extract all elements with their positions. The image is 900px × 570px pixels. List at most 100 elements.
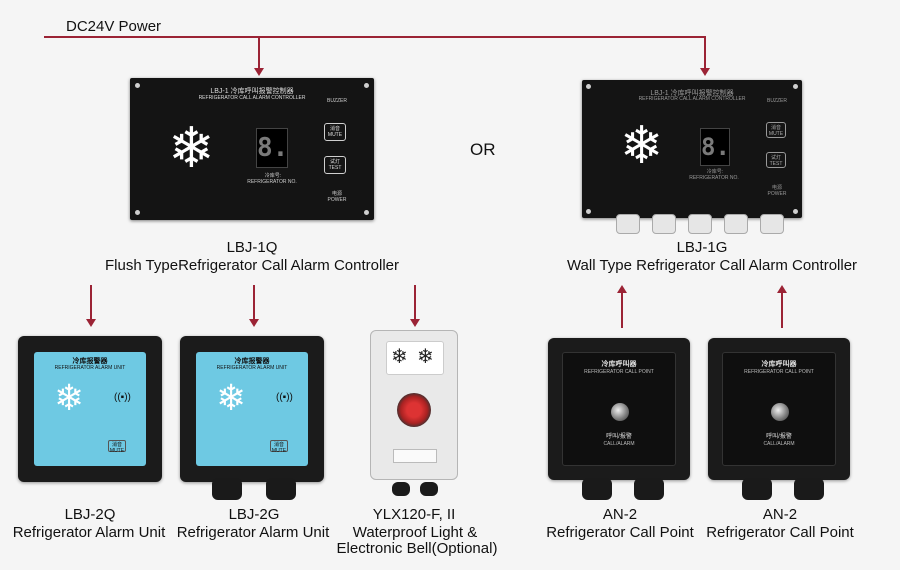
- alarm-unit-lbj2g: 冷库报警器 REFRIGERATOR ALARM UNIT ❄ ((▪)) 消音…: [180, 336, 324, 482]
- arrow-to-lbj1q: [254, 68, 264, 76]
- an2-left-model-label: AN-2: [602, 506, 638, 523]
- screw: [135, 83, 140, 88]
- mute-button[interactable]: 消音 MUTE: [766, 122, 786, 138]
- power-bus-line: [44, 36, 706, 38]
- ylx120-description-1: Waterproof Light &: [352, 524, 478, 541]
- line-to-lbj2q: [90, 285, 92, 321]
- cable-gland-icon: [616, 214, 640, 234]
- face-en: REFRIGERATOR CALL POINT: [744, 369, 814, 375]
- call-point-an2-left: 冷库呼叫器 REFRIGERATOR CALL POINT 呼叫/报警 CALL…: [548, 338, 690, 480]
- lbj2g-description: Refrigerator Alarm Unit: [176, 524, 330, 541]
- warning-light: ❄ ❄: [386, 341, 444, 375]
- power-drop-lbj1q: [258, 36, 260, 70]
- power-indicator-en: POWER: [767, 191, 787, 197]
- panel-title-cn: LBJ-1 冷库呼叫报警控制器: [650, 90, 734, 97]
- panel-title-en: REFRIGERATOR CALL ALARM CONTROLLER: [198, 95, 306, 101]
- speaker-icon: ((▪)): [114, 392, 131, 403]
- speaker-icon: ((▪)): [276, 392, 293, 403]
- power-label: DC24V Power: [66, 18, 162, 35]
- lbj2q-model-label: LBJ-2Q: [64, 506, 116, 523]
- alarm-unit-lbj2q: 冷库报警器 REFRIGERATOR ALARM UNIT ❄ ((▪)) 消音…: [18, 336, 162, 482]
- an2-right-model-label: AN-2: [762, 506, 798, 523]
- light-and-bell-unit: ❄ ❄: [370, 330, 458, 480]
- digit-display: 8.: [700, 128, 730, 166]
- an2-right-description: Refrigerator Call Point: [706, 524, 854, 541]
- cable-gland-icon: [724, 214, 748, 234]
- cable-gland-icon: [742, 478, 772, 500]
- cable-gland-icon: [652, 214, 676, 234]
- btn-cn: 呼叫/报警: [766, 434, 792, 440]
- lbj1q-description: Flush TypeRefrigerator Call Alarm Contro…: [104, 257, 399, 274]
- nameplate: [393, 449, 437, 463]
- face-cn: 冷库呼叫器: [761, 361, 797, 368]
- cable-gland-icon: [794, 478, 824, 500]
- refno-en: REFRIGERATOR NO.: [247, 179, 297, 185]
- call-button[interactable]: [771, 403, 789, 421]
- btn-en: CALL/ALARM: [763, 441, 795, 447]
- face-cn: 冷库报警器: [72, 358, 108, 365]
- buzzer-label: BUZZER: [767, 98, 787, 104]
- buzzer-label: BUZZER: [327, 98, 347, 104]
- cable-gland-icon: [634, 478, 664, 500]
- screw: [135, 210, 140, 215]
- controller-panel-lbj1g: LBJ-1 冷库呼叫报警控制器 REFRIGERATOR CALL ALARM …: [582, 80, 802, 218]
- or-label: OR: [470, 140, 496, 159]
- snowflake-icon: ❄: [54, 377, 85, 418]
- an2-left-description: Refrigerator Call Point: [546, 524, 694, 541]
- mute-button[interactable]: 消音 MUTE: [324, 123, 346, 141]
- power-indicator-cn: 电源: [771, 185, 782, 191]
- cable-gland-icon: [688, 214, 712, 234]
- arrow-to-lbj1g: [700, 68, 710, 76]
- cable-gland-icon: [212, 478, 242, 500]
- line-from-an2-right: [781, 292, 783, 328]
- snowflake-icon: ❄: [391, 346, 408, 368]
- power-indicator-en: POWER: [327, 197, 347, 203]
- face-en: REFRIGERATOR ALARM UNIT: [54, 365, 126, 371]
- cable-gland-icon: [582, 478, 612, 500]
- refno-en: REFRIGERATOR NO.: [689, 175, 739, 181]
- ylx120-description-2: Electronic Bell(Optional): [336, 540, 498, 557]
- power-drop-lbj1g: [704, 36, 706, 70]
- screw: [364, 210, 369, 215]
- controller-panel-lbj1q: LBJ-1 冷库呼叫报警控制器 REFRIGERATOR CALL ALARM …: [130, 78, 374, 220]
- screw: [586, 209, 591, 214]
- arrow-to-ylx120: [410, 319, 420, 327]
- snowflake-icon: ❄: [216, 377, 247, 418]
- face-en: REFRIGERATOR CALL POINT: [584, 369, 654, 375]
- mute-button[interactable]: 消音 MUTE: [108, 440, 126, 454]
- lbj1g-model-label: LBJ-1G: [676, 239, 728, 256]
- refno-cn: 冷库号:: [264, 173, 282, 179]
- alarm-unit-face: 冷库报警器 REFRIGERATOR ALARM UNIT ❄ ((▪)) 消音…: [34, 352, 146, 466]
- lbj2q-description: Refrigerator Alarm Unit: [12, 524, 166, 541]
- panel-title-cn: LBJ-1 冷库呼叫报警控制器: [210, 88, 294, 95]
- call-button[interactable]: [611, 403, 629, 421]
- red-push-button-icon[interactable]: [397, 393, 431, 427]
- call-point-face: 冷库呼叫器 REFRIGERATOR CALL POINT 呼叫/报警 CALL…: [722, 352, 836, 466]
- lbj1q-model-label: LBJ-1Q: [226, 239, 278, 256]
- snowflake-icon: ❄: [168, 116, 215, 179]
- screw: [793, 209, 798, 214]
- face-cn: 冷库呼叫器: [601, 361, 637, 368]
- arrow-to-lbj2g: [249, 319, 259, 327]
- power-indicator-cn: 电源: [331, 191, 342, 197]
- refno-cn: 冷库号:: [706, 169, 724, 175]
- digit-display: 8.: [256, 128, 288, 168]
- cable-gland-icon: [392, 482, 410, 496]
- face-cn: 冷库报警器: [234, 358, 270, 365]
- lbj1g-description: Wall Type Refrigerator Call Alarm Contro…: [566, 257, 858, 274]
- ylx120-model-label: YLX120-F, II: [372, 506, 456, 523]
- call-point-face: 冷库呼叫器 REFRIGERATOR CALL POINT 呼叫/报警 CALL…: [562, 352, 676, 466]
- alarm-unit-face: 冷库报警器 REFRIGERATOR ALARM UNIT ❄ ((▪)) 消音…: [196, 352, 308, 466]
- btn-cn: 呼叫/报警: [606, 434, 632, 440]
- line-from-an2-left: [621, 292, 623, 328]
- snowflake-icon: ❄: [417, 346, 434, 368]
- arrow-to-lbj2q: [86, 319, 96, 327]
- cable-gland-icon: [266, 478, 296, 500]
- test-button[interactable]: 试灯 TEST: [324, 156, 346, 174]
- screw: [586, 84, 591, 89]
- panel-title-en: REFRIGERATOR CALL ALARM CONTROLLER: [638, 96, 746, 102]
- mute-button[interactable]: 消音 MUTE: [270, 440, 288, 454]
- btn-en: CALL/ALARM: [603, 441, 635, 447]
- cable-gland-icon: [760, 214, 784, 234]
- test-button[interactable]: 试灯 TEST: [766, 152, 786, 168]
